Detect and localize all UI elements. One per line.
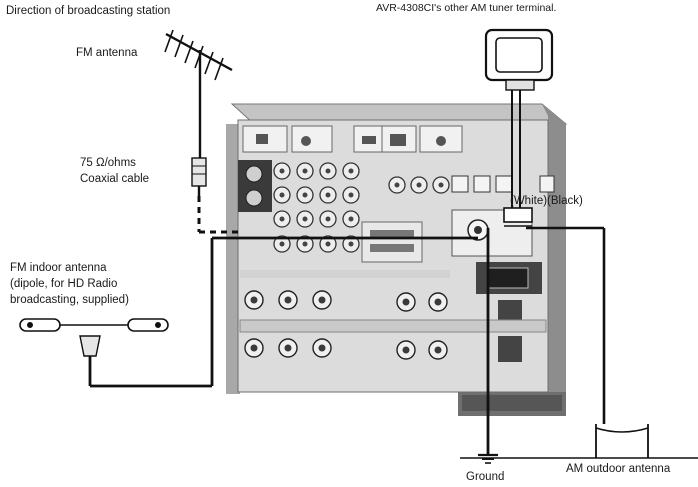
coax-label-line2: Coaxial cable — [80, 172, 149, 186]
indoor-antenna-label-line1: FM indoor antenna — [10, 261, 107, 275]
ground-label: Ground — [466, 470, 504, 484]
am-outdoor-antenna-label: AM outdoor antenna — [566, 462, 670, 476]
coax-label-line1: 75 Ω/ohms — [80, 156, 136, 170]
direction-label: Direction of broadcasting station — [6, 4, 170, 18]
white-black-label: (White)(Black) — [510, 194, 583, 208]
fm-antenna-label: FM antenna — [76, 46, 137, 60]
indoor-antenna-label-line2: (dipole, for HD Radio — [10, 277, 117, 291]
receiver-rear-panel — [226, 104, 566, 416]
am-tuner-note-label: AVR-4308CI's other AM tuner terminal. — [376, 1, 556, 15]
indoor-antenna-label-line3: broadcasting, supplied) — [10, 293, 129, 307]
